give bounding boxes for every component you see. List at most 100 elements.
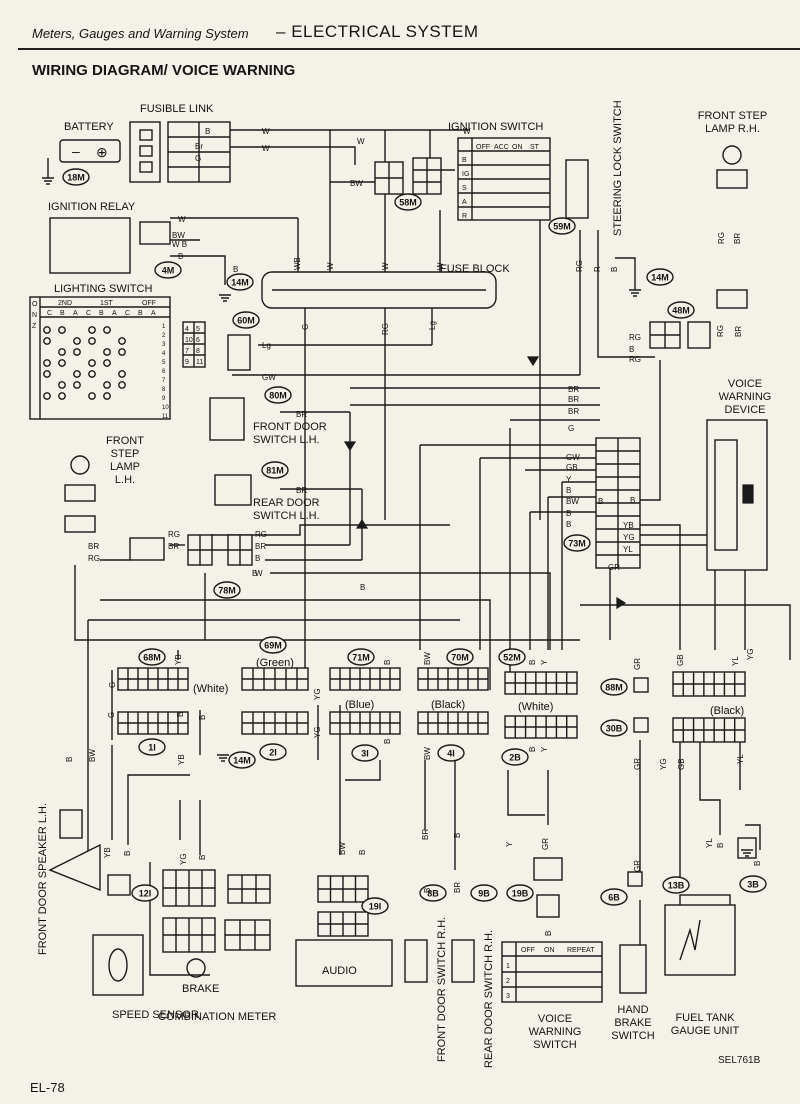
connector-c6b: 6B [608,893,620,903]
lighting-contact [73,370,81,378]
voice-warning-switch-table [501,857,603,1003]
label-2b-color: (White) [518,701,553,713]
wire-label-b_c1: B [566,486,571,495]
lighting-row-5: 5 [162,360,166,366]
ground-symbols [42,177,753,857]
wire-label-b_out: B [630,496,635,505]
connector-c48m-oval [667,301,695,319]
label-rear-door-switch-lh: REAR DOOR SWITCH L.H. [253,497,320,522]
connector-c1i-oval [138,738,166,756]
wire-label-br_m1: BR [255,542,266,551]
wire-label-bw_l: BW [88,749,97,762]
connector-c80m: 80M [269,391,287,401]
wire-label-w2: W [262,144,270,153]
speed-sensor-symbol [92,934,144,996]
wire-label-yg_out: YG [623,533,635,542]
connector-c19b: 19B [512,889,529,899]
wire-label-wb_v: WB [293,257,302,270]
wire-label-gr_out: GR [608,563,620,572]
lighting-contact [88,370,96,378]
wire-label-br_r3: BR [568,407,579,416]
fuse-terminal-table [182,321,206,368]
wire-label-w_v2: W [381,262,390,270]
fuse-terminal-10: 10 [185,337,193,344]
lighting-subcol-5: A [112,310,117,317]
lighting-contact [88,359,96,367]
wire-label-yg_r: YG [746,648,755,660]
wire-label-b4: B [598,497,603,506]
connector-c68m: 68M [143,653,161,663]
connector-c81m: 81M [266,466,284,476]
ignition-col-off: OFF [476,144,490,151]
lighting-row-4: 4 [162,351,166,357]
connector-c2i: 2I [269,748,277,758]
header-section-text: ELECTRICAL SYSTEM [291,22,479,41]
wire-label-rg_step: RG [717,232,726,244]
wire-label-b_52: B [528,660,537,665]
lighting-row-9: 9 [162,396,166,402]
connector-c73m: 73M [568,539,586,549]
connector-48m-body-b [687,321,711,349]
header-subtitle: Meters, Gauges and Warning System [32,26,249,41]
connector-c3i: 3I [361,749,369,759]
wire-label-w1: W [262,127,270,136]
wire-label-br_80: BR [296,410,307,419]
ignition-row-a: A [462,199,467,206]
connector-30b-body [633,717,649,733]
lighting-contact [103,348,111,356]
lighting-subcol-0: C [47,310,52,317]
wire-label-b_bw: B [65,757,74,762]
wire-label-b_c2: B [566,509,571,518]
lighting-contact [43,392,51,400]
wire-label-rg_48c: RG [716,325,725,337]
battery-symbol: – ⊕ [47,139,121,178]
wire-label-y_c: Y [566,475,572,484]
label-ignition-relay: IGNITION RELAY [48,201,136,213]
diagram-title: WIRING DIAGRAM/ VOICE WARNING [32,62,296,79]
front-step-lamp-rh-symbol [716,145,748,309]
lighting-subcol-8: A [151,310,156,317]
connector-c2b: 2B [509,753,521,763]
wire-label-gb_r: GB [676,654,685,666]
fuse-terminal-8: 8 [196,348,200,355]
connector-c60m: 60M [237,316,255,326]
voice-col-on: ON [544,947,555,954]
pin-layer [43,122,745,952]
wire-label-w3: W [178,215,186,224]
connector-c14m_a: 14M [231,278,249,288]
connector-c4i: 4I [447,749,455,759]
lighting-contact [43,337,51,345]
lighting-contact [58,348,66,356]
label-fuse-block: FUSE BLOCK [440,263,510,275]
fuse-terminal-5: 5 [196,326,200,333]
wire-label-b_sp: B [123,851,132,856]
lighting-pos-2: OFF [142,300,156,307]
lighting-row-7: 7 [162,378,166,384]
lighting-contact [58,326,66,334]
wire-label-yb_1i: YB [177,754,186,765]
connector-c19b-oval [506,884,534,902]
wire-label-g_v: G [301,324,310,330]
connector-c2b-oval [501,748,529,766]
front-step-lamp-lh-symbol [64,455,96,533]
header-section: – ELECTRICAL SYSTEM [276,22,479,42]
lighting-contact [73,337,81,345]
lighting-contact [118,381,126,389]
wire-label-rg_m1: RG [255,530,267,539]
wire-label-b_m1: B [255,554,260,563]
figure-code: SEL761B [718,1055,761,1066]
lighting-pos-0: 2ND [58,300,72,307]
ignition-col-st: ST [530,144,540,151]
connector-c80m-oval [264,386,292,404]
wire-network [74,129,791,945]
wire-label-w_v3: W [436,262,445,270]
label-front-door-switch-rh: FRONT DOOR SWITCH R.H. [436,917,448,1062]
wire-label-yb_out: YB [623,521,634,530]
connector-c30b-oval [600,719,628,737]
ignition-row-ig: IG [462,171,469,178]
connector-c30b: 30B [606,724,623,734]
lighting-contact [58,359,66,367]
wire-label-br_l2: BR [88,542,99,551]
connector-c13b-oval [662,876,690,894]
